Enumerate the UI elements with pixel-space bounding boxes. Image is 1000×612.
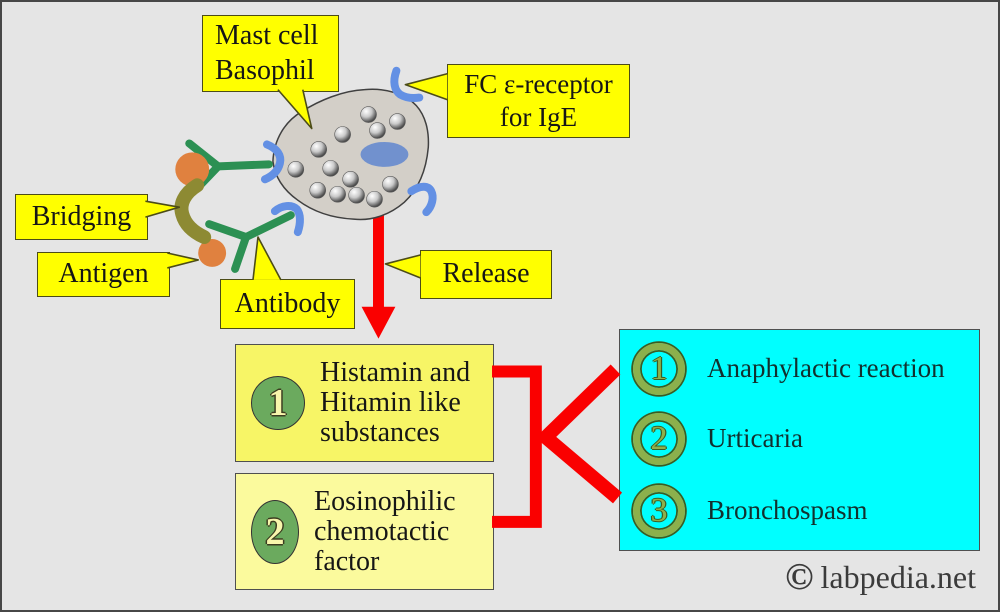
effect-number-badge: 3 <box>633 484 685 537</box>
label-antibody-text: Antibody <box>234 287 341 319</box>
label-bridging-text: Bridging <box>31 200 132 232</box>
effect-label: Anaphylactic reaction <box>707 353 945 383</box>
effect-item: 2 Urticaria <box>633 410 803 467</box>
effect-number-badge: 2 <box>633 412 685 465</box>
callout-pointers <box>145 72 448 281</box>
effect-label: Bronchospasm <box>707 495 868 525</box>
mediator-bracket-connector <box>492 365 542 528</box>
effect-number-badge: 1 <box>633 342 685 395</box>
copyright-site: labpedia.net <box>820 558 976 595</box>
label-fc-receptor-text: FC ε-receptor for IgE <box>464 69 613 132</box>
effect-item: 1 Anaphylactic reaction <box>633 340 945 397</box>
label-antigen-text: Antigen <box>58 258 149 290</box>
antigen-dot-icon <box>175 152 227 267</box>
effect-item: 3 Bronchospasm <box>633 482 867 539</box>
mediator-box-eosinophilic: 2 Eosinophilic chemotactic factor <box>235 473 494 590</box>
label-fc-receptor: FC ε-receptor for IgE <box>447 64 630 138</box>
ige-antibody-y-icon <box>185 139 295 273</box>
mast-cell-blob <box>272 88 430 221</box>
mediator-text: Eosinophilic chemotactic factor <box>314 485 456 577</box>
label-release-text: Release <box>442 258 530 290</box>
fc-epsilon-receptor-hook-icon <box>260 66 437 237</box>
granules <box>287 106 406 208</box>
bridging-arc-icon <box>174 178 212 245</box>
effects-chevron-connector <box>535 364 623 504</box>
mediator-text: Histamin and Hitamin like substances <box>320 357 471 448</box>
label-antibody: Antibody <box>220 279 355 329</box>
copyright: © labpedia.net <box>785 558 976 596</box>
label-bridging: Bridging <box>15 194 148 240</box>
mediator-box-histamine: 1 Histamin and Hitamin like substances <box>235 344 494 462</box>
label-antigen: Antigen <box>37 252 170 297</box>
label-release: Release <box>420 250 552 299</box>
label-mast-cell-text: Mast cell Basophil <box>215 20 319 86</box>
mediator-number-badge: 1 <box>251 376 305 430</box>
label-mast-cell: Mast cell Basophil <box>202 15 339 92</box>
nucleus <box>360 141 409 167</box>
copyright-icon: © <box>785 556 814 598</box>
effects-panel: 1 Anaphylactic reaction 2 Urticaria 3 Br… <box>619 329 980 551</box>
effect-label: Urticaria <box>707 423 803 453</box>
release-down-arrow <box>361 215 396 339</box>
mediator-number-badge: 2 <box>251 499 299 564</box>
